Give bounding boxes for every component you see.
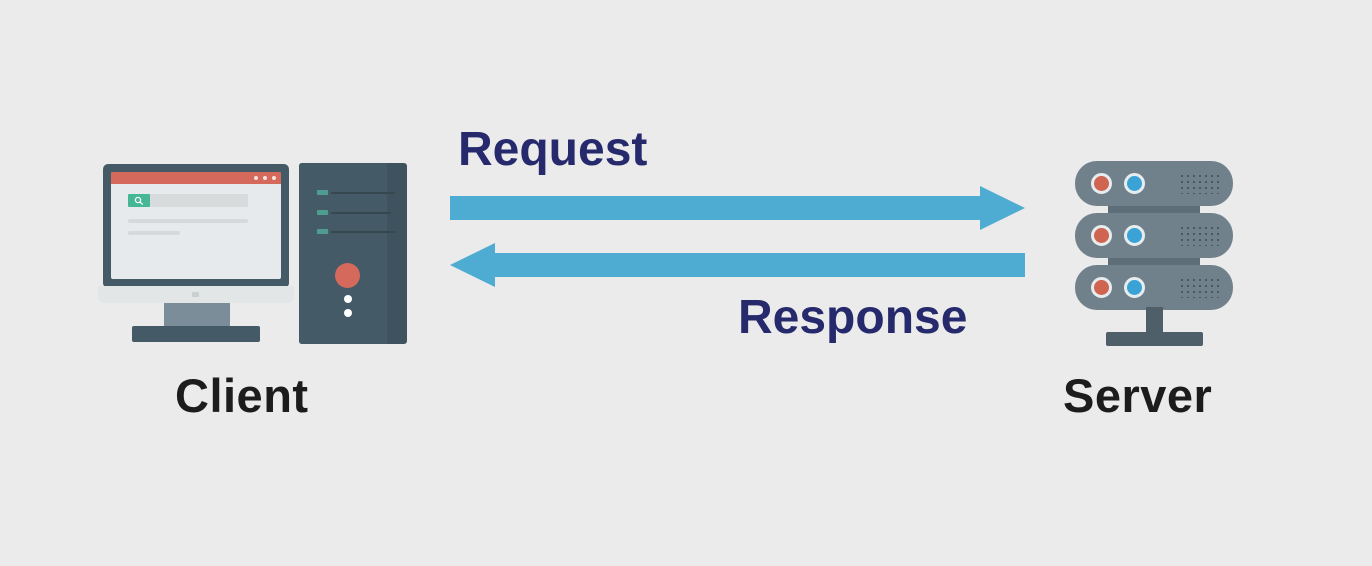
server-led-red-1 [1091,173,1112,194]
tower-bar-2 [331,212,391,214]
window-dot-2 [263,176,267,180]
monitor-screen [111,172,281,279]
power-button-icon [335,263,360,288]
server-vent-icon-1 [1179,173,1219,194]
search-bar [128,194,248,207]
tower-drive-bay-3 [317,229,395,234]
browser-content [111,184,281,279]
monitor-chin [98,286,294,303]
request-label: Request [458,123,648,176]
server-led-blue-3 [1124,277,1145,298]
server-vent-icon-2 [1179,225,1219,246]
server-led-red-2 [1091,225,1112,246]
server-stand-foot [1106,332,1203,346]
monitor-neck [164,303,230,326]
server-led-blue-2 [1124,225,1145,246]
server-led-red-3 [1091,277,1112,298]
request-arrow [450,186,1025,230]
tower-port-dot-2 [344,309,352,317]
window-dot-1 [254,176,258,180]
content-line-2 [128,231,180,235]
monitor [103,164,289,288]
window-dot-3 [272,176,276,180]
monitor-base [132,326,260,342]
tower-port-dot-1 [344,295,352,303]
window-control-dots [254,176,276,180]
server-illustration [1060,155,1260,355]
server-rack-unit-1 [1075,161,1233,206]
tower-chip-icon-1 [317,190,328,195]
tower-bar-1 [331,192,395,194]
response-label: Response [738,291,968,344]
server-vent-icon-3 [1179,277,1219,298]
server-led-blue-1 [1124,173,1145,194]
server-connector-2 [1108,255,1200,265]
client-illustration [95,150,425,365]
tower-drive-bay-1 [317,190,395,195]
server-connector-1 [1108,203,1200,213]
server-rack-unit-2 [1075,213,1233,258]
client-label: Client [175,369,309,422]
tower-drive-bay-2 [317,210,391,215]
server-stand-stem [1146,307,1163,332]
browser-titlebar [111,172,281,184]
monitor-led-icon [192,292,199,297]
server-label: Server [1063,369,1213,422]
tower-chip-icon-3 [317,229,328,234]
response-arrow [450,243,1025,287]
tower-chip-icon-2 [317,210,328,215]
content-line-1 [128,219,248,223]
server-rack-unit-3 [1075,265,1233,310]
computer-tower [299,163,407,344]
search-icon [128,194,150,207]
tower-bar-3 [331,231,395,233]
